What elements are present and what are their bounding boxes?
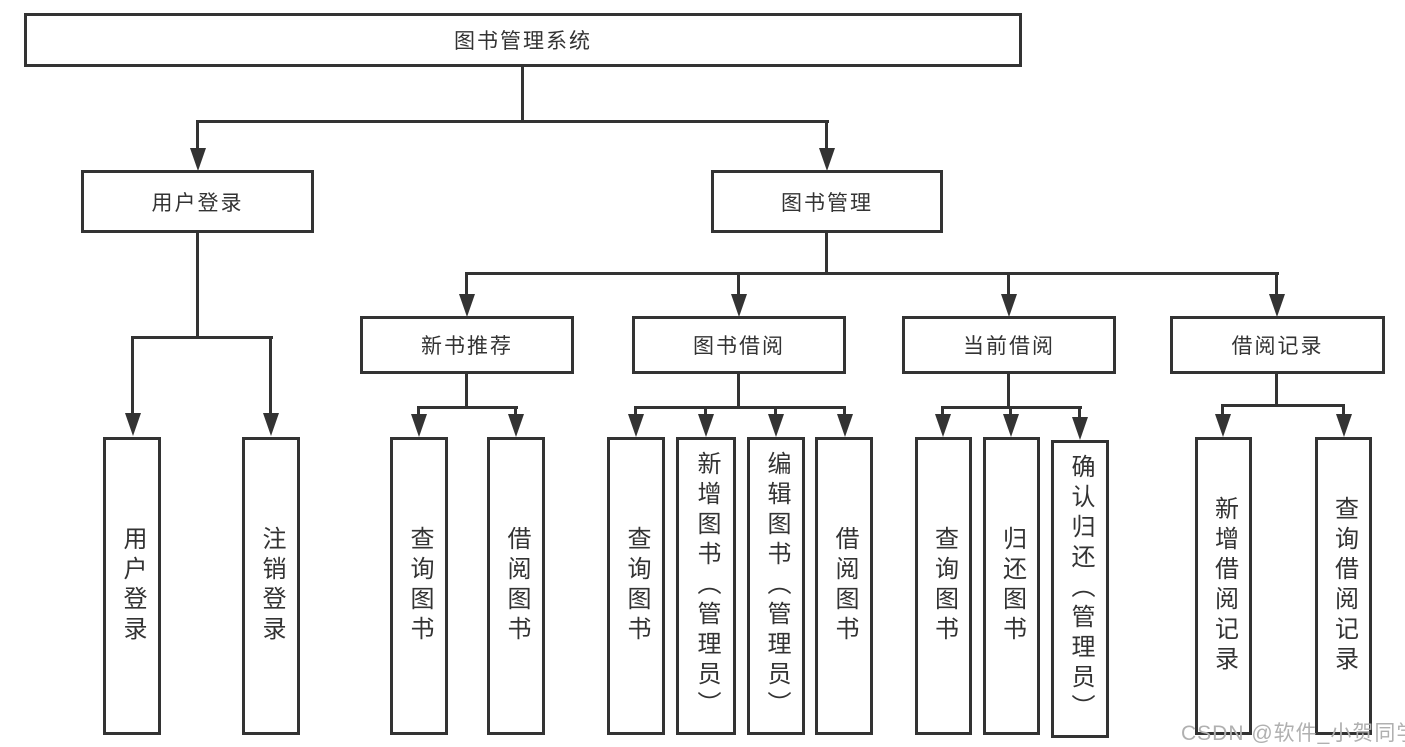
connector-line [1221, 404, 1345, 407]
leaf-query-books-borrow: 查询图书 [607, 437, 665, 735]
node-book-borrowing: 图书借阅 [632, 316, 846, 374]
arrow-down-icon [1215, 414, 1231, 437]
leaf-label: 用户登录 [119, 526, 146, 646]
connector-line [465, 272, 468, 296]
node-book-management-branch: 图书管理 [711, 170, 943, 233]
arrow-down-icon [819, 148, 835, 171]
leaf-label: 查询图书 [930, 526, 958, 646]
arrow-down-icon [1003, 414, 1019, 437]
arrow-down-icon [837, 414, 853, 437]
leaf-logout: 注销登录 [242, 437, 300, 735]
connector-line [1007, 374, 1010, 406]
leaf-borrow-books-recommend: 借阅图书 [487, 437, 545, 735]
arrow-down-icon [1072, 417, 1088, 440]
connector-line [417, 406, 518, 409]
leaf-edit-books-admin: 编辑图书（管理员） [747, 437, 805, 735]
node-new-book-recommendation: 新书推荐 [360, 316, 574, 374]
leaf-label: 注销登录 [258, 526, 285, 646]
csdn-watermark: CSDN @软件_小贺同学 [1181, 722, 1405, 745]
arrow-down-icon [411, 414, 427, 437]
node-library-management-system: 图书管理系统 [24, 13, 1022, 67]
connector-line [131, 336, 273, 339]
connector-line [465, 272, 1279, 275]
connector-line [521, 67, 524, 120]
arrow-down-icon [1269, 294, 1285, 317]
arrow-down-icon [508, 414, 524, 437]
connector-line [737, 272, 740, 296]
arrow-down-icon [125, 413, 141, 436]
leaf-label: 确认归还（管理员） [1067, 454, 1094, 724]
leaf-label: 新增借阅记录 [1210, 496, 1238, 676]
node-label: 图书管理系统 [454, 30, 592, 53]
node-user-login-branch: 用户登录 [81, 170, 314, 233]
leaf-user-login: 用户登录 [103, 437, 161, 735]
connector-line [1221, 404, 1224, 416]
connector-line [196, 233, 199, 336]
connector-line [1342, 404, 1345, 416]
arrow-down-icon [731, 294, 747, 317]
node-label: 新书推荐 [421, 335, 513, 358]
arrow-down-icon [263, 413, 279, 436]
connector-line [196, 120, 829, 123]
node-borrowing-records: 借阅记录 [1170, 316, 1385, 374]
leaf-query-books-current: 查询图书 [915, 437, 972, 735]
node-label: 用户登录 [151, 191, 244, 215]
connector-line [737, 374, 740, 406]
arrow-down-icon [1001, 294, 1017, 317]
connector-line [1078, 406, 1081, 419]
connector-line [196, 120, 199, 150]
leaf-label: 借阅图书 [503, 526, 530, 646]
node-label: 借阅记录 [1231, 335, 1324, 358]
connector-line [774, 406, 777, 416]
leaf-return-books: 归还图书 [983, 437, 1040, 735]
connector-line [634, 406, 637, 416]
connector-line [704, 406, 707, 416]
arrow-down-icon [1336, 414, 1352, 437]
connector-line [417, 406, 420, 416]
arrow-down-icon [459, 294, 475, 317]
connector-line [1275, 272, 1278, 296]
leaf-label: 归还图书 [998, 526, 1026, 646]
connector-line [1007, 272, 1010, 296]
connector-line [843, 406, 846, 416]
node-current-borrowing: 当前借阅 [902, 316, 1116, 374]
leaf-label: 查询借阅记录 [1330, 496, 1358, 676]
leaf-label: 借阅图书 [831, 526, 858, 646]
leaf-borrow-books: 借阅图书 [815, 437, 873, 735]
connector-line [1275, 374, 1278, 404]
connector-line [514, 406, 517, 416]
arrow-down-icon [935, 414, 951, 437]
arrow-down-icon [190, 148, 206, 171]
connector-line [941, 406, 944, 416]
connector-line [825, 233, 828, 272]
arrow-down-icon [698, 414, 714, 437]
connector-line [825, 120, 828, 150]
leaf-add-borrow-record: 新增借阅记录 [1195, 437, 1252, 735]
connector-line [1009, 406, 1012, 416]
arrow-down-icon [768, 414, 784, 437]
connector-line [131, 336, 134, 416]
connector-line [465, 374, 468, 406]
leaf-query-borrow-record: 查询借阅记录 [1315, 437, 1372, 735]
leaf-confirm-return-admin: 确认归还（管理员） [1051, 440, 1109, 738]
node-label: 图书借阅 [693, 335, 785, 358]
leaf-add-books-admin: 新增图书（管理员） [676, 437, 736, 735]
leaf-label: 查询图书 [406, 526, 433, 646]
node-label: 图书管理 [781, 191, 873, 215]
connector-line [634, 406, 846, 409]
leaf-label: 编辑图书（管理员） [763, 451, 790, 721]
leaf-label: 新增图书（管理员） [693, 451, 720, 721]
leaf-label: 查询图书 [623, 526, 650, 646]
node-label: 当前借阅 [963, 335, 1055, 358]
connector-line [269, 336, 272, 416]
leaf-query-books-recommend: 查询图书 [390, 437, 448, 735]
arrow-down-icon [628, 414, 644, 437]
